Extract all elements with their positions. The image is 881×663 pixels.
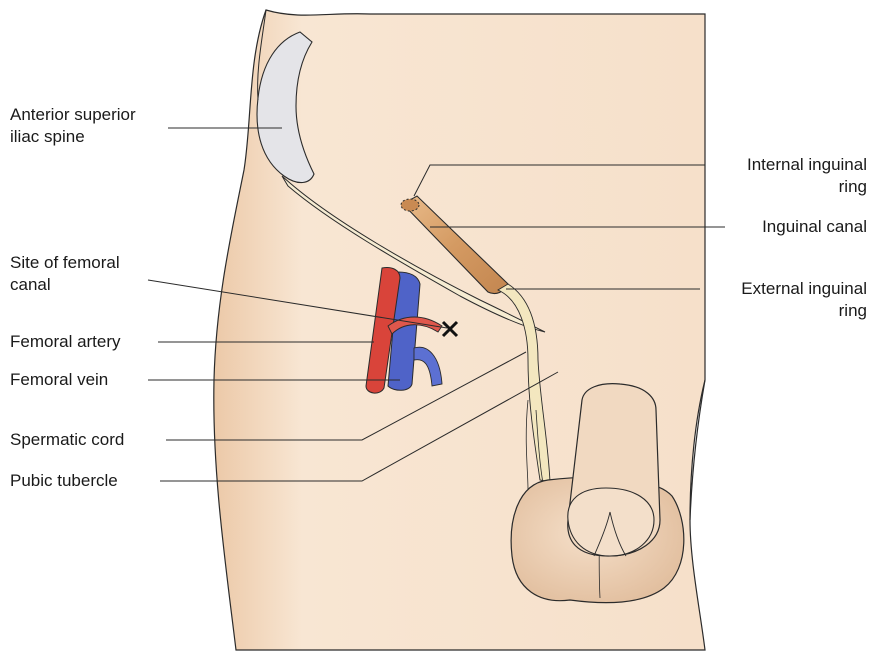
label-spermatic-cord: Spermatic cord <box>10 429 124 451</box>
label-inguinal-canal: Inguinal canal <box>762 216 867 238</box>
penis <box>568 384 660 556</box>
label-site-of-femoral-canal: Site of femoral canal <box>10 252 120 296</box>
label-external-inguinal-ring: External inguinal ring <box>741 278 867 322</box>
label-anterior-superior-iliac-spine: Anterior superior iliac spine <box>10 104 136 148</box>
label-femoral-artery: Femoral artery <box>10 331 121 353</box>
label-internal-inguinal-ring: Internal inguinal ring <box>747 154 867 198</box>
label-femoral-vein: Femoral vein <box>10 369 108 391</box>
label-pubic-tubercle: Pubic tubercle <box>10 470 118 492</box>
internal-inguinal-ring <box>401 199 419 211</box>
